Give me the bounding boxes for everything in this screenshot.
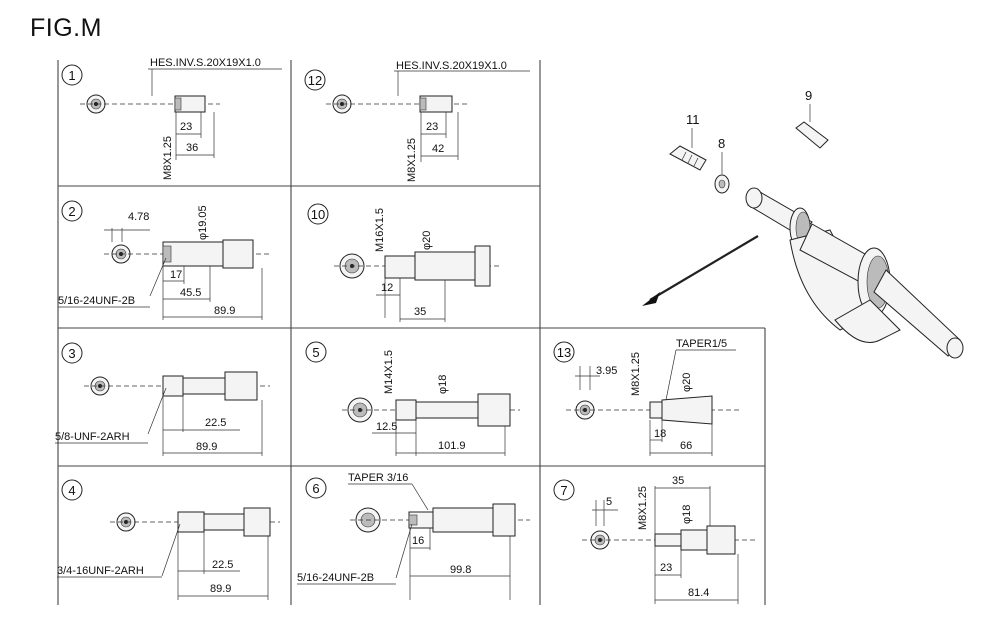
panel-number: 2: [68, 204, 75, 219]
panel-5: 5 M14X1.5 φ18 12.5 101.9: [305, 341, 520, 456]
dimension-label: 45.5: [180, 287, 201, 299]
panel-2: 2 4.78 φ19.05 17 45.5 89.9 5/16-24UNF-2B: [58, 200, 270, 320]
dimension-label: 89.9: [214, 305, 235, 317]
dimension-label: 23: [426, 121, 438, 133]
dimension-label: 12.5: [376, 421, 397, 433]
dimension-label: 42: [432, 143, 444, 155]
bolt-part: [669, 145, 707, 171]
panel-7: 7 5 M8X1.25 35 φ18 23 81.4: [553, 475, 755, 604]
dimension-label: M8X1.25: [406, 138, 418, 182]
dimension-label: 23: [180, 121, 192, 133]
panel-grid: [57, 60, 766, 605]
spec-label: 3/4-16UNF-2ARH: [57, 565, 144, 577]
dimension-label: 99.8: [450, 564, 471, 576]
dimension-label: 35: [672, 475, 684, 487]
figure-title: FIG.M: [30, 14, 102, 42]
dimension-label: M8X1.25: [162, 136, 174, 180]
dimension-label: 22.5: [205, 417, 226, 429]
panel-number: 1: [68, 68, 75, 83]
spec-label: HES.INV.S.20X19X1.0: [396, 60, 507, 72]
panel-number: 3: [68, 346, 75, 361]
spec-label: HES.INV.S.20X19X1.0: [150, 57, 261, 69]
panel-number: 13: [557, 345, 571, 360]
dimension-label: 36: [186, 142, 198, 154]
dimension-label: 35: [414, 306, 426, 318]
dimension-label: 12: [381, 282, 393, 294]
panel-1: 1 HES.INV.S.20X19X1.0 23 36 M8X1.25: [61, 57, 282, 180]
panel-number: 5: [312, 345, 319, 360]
dimension-label: φ20: [421, 231, 433, 250]
panel-13: 13 3.95 M8X1.25 φ20 TAPER1/5 18 66: [553, 338, 740, 456]
dimension-label: φ20: [681, 373, 693, 392]
callout-number: 8: [718, 136, 725, 151]
panel-4: 4 22.5 89.9 3/4-16UNF-2ARH: [57, 479, 280, 600]
dimension-label: 17: [170, 269, 182, 281]
spec-label: TAPER 3/16: [348, 472, 408, 484]
spec-label: 5/16-24UNF-2B: [297, 572, 374, 584]
dimension-label: M16X1.5: [374, 208, 386, 252]
panel-10: 10 M16X1.5 φ20 12 35: [307, 203, 500, 322]
panel-number: 7: [560, 483, 567, 498]
dimension-label: 89.9: [210, 583, 231, 595]
key-part: [795, 121, 829, 149]
dimension-label: 66: [680, 440, 692, 452]
dimension-label: 16: [412, 535, 424, 547]
dimension-label: 23: [660, 562, 672, 574]
crankshaft-part: [745, 187, 964, 359]
dimension-label: φ18: [681, 505, 693, 524]
spec-label: TAPER1/5: [676, 338, 727, 350]
panel-number: 6: [312, 481, 319, 496]
dimension-label: 101.9: [438, 440, 466, 452]
spec-label: 5/16-24UNF-2B: [58, 295, 135, 307]
dimension-label: 4.78: [128, 211, 149, 223]
dimension-label: 18: [654, 428, 666, 440]
panel-6: 6 TAPER 3/16 16 99.8 5/16-24UNF-2B: [297, 472, 530, 600]
callout-number: 11: [686, 112, 700, 127]
dimension-label: 3.95: [596, 365, 617, 377]
dimension-label: M14X1.5: [383, 350, 395, 394]
dimension-label: φ18: [437, 375, 449, 394]
panel-3: 3 22.5 89.9 5/8-UNF-2ARH: [55, 342, 270, 456]
panel-number: 10: [311, 207, 325, 222]
dimension-label: 5: [606, 496, 612, 508]
callout-number: 9: [805, 88, 812, 103]
dimension-label: M8X1.25: [630, 352, 642, 396]
spec-label: 5/8-UNF-2ARH: [55, 431, 130, 443]
crankshaft-assembly: 11 8 9: [642, 88, 964, 359]
dimension-label: 89.9: [196, 441, 217, 453]
panel-number: 12: [308, 73, 322, 88]
dimension-label: φ19.05: [197, 205, 209, 240]
dimension-label: M8X1.25: [637, 486, 649, 530]
dimension-label: 81.4: [688, 587, 709, 599]
dimension-label: 22.5: [212, 559, 233, 571]
panel-12: 12 HES.INV.S.20X19X1.0 23 42 M8X1.25: [304, 60, 530, 182]
panel-number: 4: [68, 483, 75, 498]
